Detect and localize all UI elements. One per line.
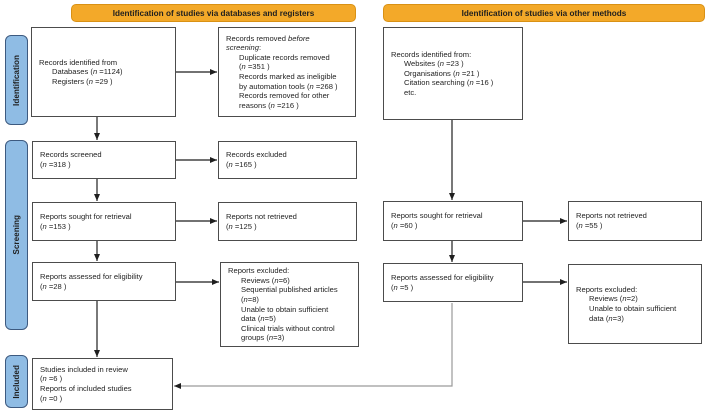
text-line: groups (n=3) [241,333,285,343]
sidebar-stage-screening: Screening [5,140,28,330]
sidebar-stage-identification: Identification [5,35,28,125]
text-line: Duplicate records removed [239,52,330,62]
text-line: (n =60 ) [391,221,418,230]
text-line: Reports sought for retrieval [40,211,132,221]
text-line: Records removed before [226,33,310,43]
text-line: Reports sought for retrieval [391,211,483,221]
text-line: Records marked as ineligible [239,72,337,81]
reports-excluded-other-box: Reports excluded:Reviews (n=2)Unable to … [568,264,702,344]
text-line: (n =0 ) [40,393,63,403]
text-line: Records identified from [39,57,118,67]
text-line: (n=8) [241,294,259,304]
text-line: Citation searching (n =16 ) [404,78,494,88]
text-line: Reports assessed for eligibility [40,271,143,281]
text-line: (n =6 ) [40,374,63,384]
text-line: data (n=3) [589,313,624,323]
text-line: Reports not retrieved [576,211,647,221]
text-line: (n =55 ) [576,221,603,230]
text-line: Registers (n =29 ) [52,76,113,86]
text-line: Unable to obtain sufficient [589,304,677,313]
text-line: (n =153 ) [40,221,71,231]
text-line: etc. [404,87,417,97]
text-line: (n =351 ) [239,62,270,72]
text-line: Databases (n =1124) [52,67,123,77]
text-line: Unable to obtain sufficient [241,304,329,314]
text-line: Records excluded [226,150,287,160]
header-databases-registers: Identification of studies via databases … [71,4,356,22]
text-line: Organisations (n =21 ) [404,68,480,78]
text-line: (n =28 ) [40,281,67,291]
text-line: Reports assessed for eligibility [391,272,494,282]
text-line: Records screened [40,150,102,160]
stage-label-included: Included [12,364,21,399]
records-screened-box: Records screened(n =318 ) [32,141,176,179]
reports-not-retrieved-other-box: Reports not retrieved(n =55 ) [568,201,702,241]
records-identified-other-box: Records identified from:Websites (n =23 … [383,27,523,120]
text-line: Reviews (n=6) [241,275,290,285]
text-line: (n =318 ) [40,160,71,169]
stage-label-screening: Screening [12,215,21,255]
reports-sought-retrieval-db-box: Reports sought for retrieval(n =153 ) [32,202,176,241]
records-excluded-box: Records excluded(n =165 ) [218,141,357,179]
reports-assessed-eligibility-db-box: Reports assessed for eligibility(n =28 ) [32,262,176,301]
text-line: Studies included in review [40,364,128,374]
text-line: data (n=5) [241,314,276,324]
text-line: Websites (n =23 ) [404,59,464,69]
text-line: by automation tools (n =268 ) [239,81,338,91]
text-line: (n =165 ) [226,160,257,169]
text-line: Reports not retrieved [226,211,297,221]
text-line: Records removed for other [239,91,330,101]
reports-excluded-db-box: Reports excluded:Reviews (n=6)Sequential… [220,262,359,347]
reports-assessed-eligibility-other-box: Reports assessed for eligibility(n =5 ) [383,263,523,302]
sidebar-stage-included: Included [5,355,28,408]
text-line: (n =5 ) [391,282,414,292]
header-other-methods: Identification of studies via other meth… [383,4,705,22]
text-line: Reports excluded: [228,266,290,276]
text-line: Reports excluded: [576,284,638,294]
text-line: Sequential published articles [241,285,338,295]
text-line: screening: [226,43,262,53]
text-line: Records identified from: [391,49,472,59]
text-line: Reviews (n=2) [589,294,638,304]
reports-sought-retrieval-other-box: Reports sought for retrieval(n =60 ) [383,201,523,241]
text-line: Clinical trials without control [241,323,335,333]
text-line: (n =125 ) [226,221,257,231]
text-line: reasons (n =216 ) [239,100,299,110]
studies-included-review-box: Studies included in review(n =6 )Reports… [32,358,173,410]
stage-label-identification: Identification [12,54,21,106]
text-line: Reports of included studies [40,384,132,393]
reports-not-retrieved-db-box: Reports not retrieved(n =125 ) [218,202,357,241]
